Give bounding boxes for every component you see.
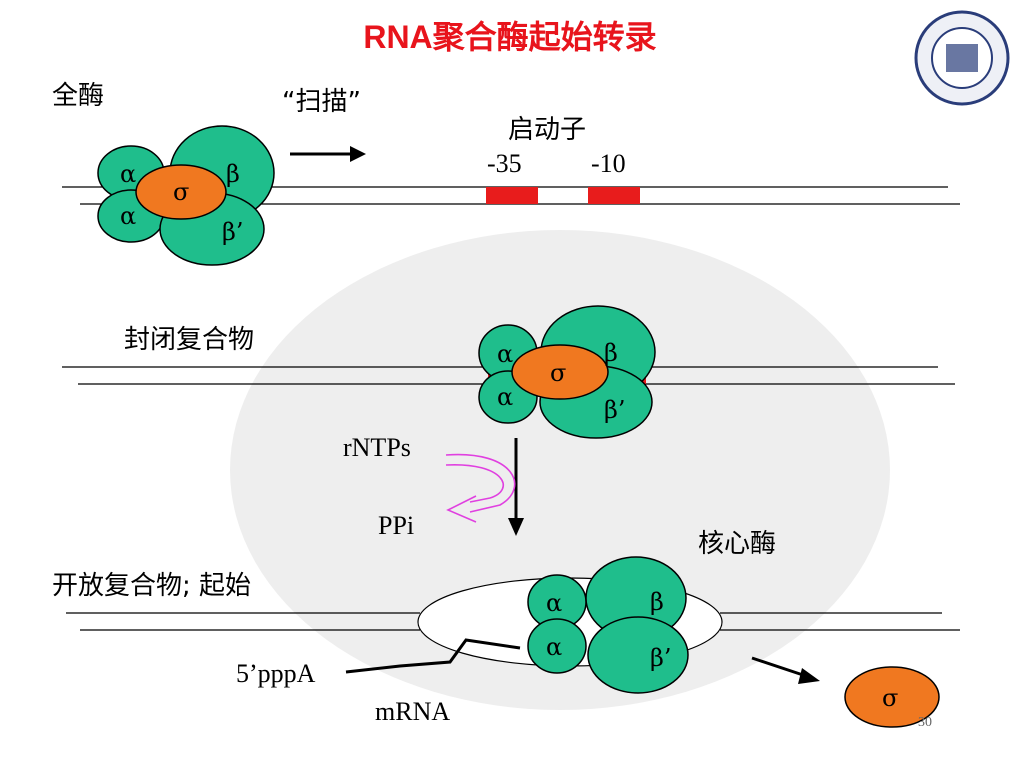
minus10-label: -10 xyxy=(591,149,626,178)
sigma-release-arrow-icon xyxy=(751,656,820,684)
beta-label: β xyxy=(226,160,240,188)
closed-complex-label: 封闭复合物 xyxy=(124,325,254,355)
alpha-label: α xyxy=(120,160,136,188)
mrna-strand xyxy=(345,638,521,674)
alpha-label: α xyxy=(546,589,562,617)
open-complex-label: 开放复合物; 起始 xyxy=(52,571,251,601)
holoenzyme-label: 全酶 xyxy=(52,81,104,111)
page-title: RNA聚合酶起始转录 xyxy=(363,19,656,55)
holoenzyme-2 xyxy=(478,305,656,439)
rntp-ppi-exchange-arrow-icon xyxy=(445,453,516,523)
beta-prime-label: β’ xyxy=(604,396,626,424)
mrna-label: mRNA xyxy=(375,697,450,726)
down-arrow-icon xyxy=(508,438,524,536)
beta-prime-label: β’ xyxy=(650,644,672,672)
ppi-label: PPi xyxy=(378,511,414,540)
beta-label: β xyxy=(650,588,664,616)
holoenzyme-1 xyxy=(97,125,275,266)
promoter-box-minus35 xyxy=(486,187,538,204)
sigma-label: σ xyxy=(882,684,898,712)
promoter-label: 启动子 xyxy=(508,115,586,145)
university-seal-logo xyxy=(914,10,1010,106)
dna-strands-3 xyxy=(66,612,960,631)
scanning-label: “扫描” xyxy=(282,87,361,117)
alpha-label: α xyxy=(546,633,562,661)
beta-label: β xyxy=(604,339,618,367)
minus35-label: -35 xyxy=(487,149,522,178)
five-prime-label: 5’pppA xyxy=(236,659,316,688)
rntps-label: rNTPs xyxy=(343,433,411,462)
alpha-label: α xyxy=(497,340,513,368)
alpha-label: α xyxy=(120,202,136,230)
beta-prime-label: β’ xyxy=(222,218,244,246)
core-enzyme-label: 核心酶 xyxy=(698,529,776,559)
sigma-label: σ xyxy=(173,178,189,206)
sigma-label: σ xyxy=(550,359,566,387)
page-number: 30 xyxy=(918,715,932,730)
watermark xyxy=(230,230,890,710)
promoter-box-minus10 xyxy=(588,187,640,204)
core-enzyme xyxy=(527,556,689,694)
scanning-arrow-icon xyxy=(290,146,366,162)
alpha-label: α xyxy=(497,383,513,411)
released-sigma xyxy=(844,666,940,728)
